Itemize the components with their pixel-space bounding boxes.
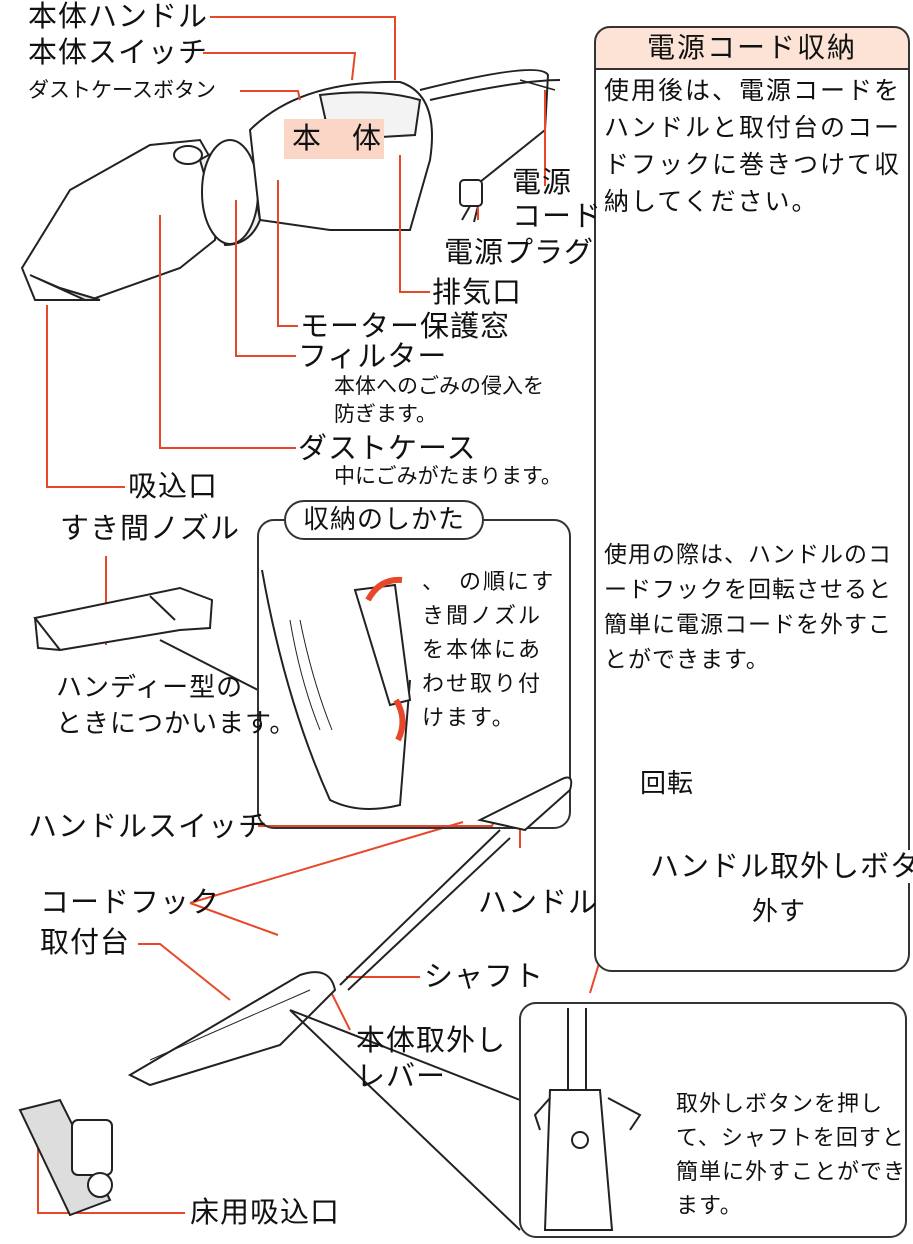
crevice-nozzle-drawing <box>33 586 214 652</box>
label-exhaust: 排気口 <box>432 275 523 309</box>
detail-box-frame <box>519 1002 907 1238</box>
label-body-switch: 本体スイッチ <box>28 35 209 69</box>
label-handle-switch: ハンドルスイッチ <box>28 809 269 843</box>
cord-storage-text-top: 使用後は、電源コードをハンドルと取付台のコードフックに巻きつけて収納してください… <box>604 76 902 216</box>
storage-box-title: 収納のしかた <box>284 500 484 540</box>
cord-storage-title: 電源コード収納 <box>594 26 910 70</box>
filter-note-1: 本体へのごみの侵入を <box>334 374 544 398</box>
stick-vacuum-drawing <box>18 776 573 1217</box>
label-motor-window: モーター保護窓 <box>300 309 511 343</box>
storage-box-text: 、 の順にすき間ノズルを本体にあわせ取り付けます。 <box>422 570 556 731</box>
label-shaft: シャフト <box>424 959 545 993</box>
label-filter: フィルター <box>298 339 448 373</box>
storage-box-drawing <box>261 569 412 810</box>
label-release-lever-2: レバー <box>356 1059 447 1093</box>
label-dust-case: ダストケース <box>298 431 477 465</box>
label-main-body: 本 体 <box>292 121 383 155</box>
label-dust-case-button: ダストケースボタン <box>28 78 216 102</box>
label-power-plug: 電源プラグ <box>444 235 595 269</box>
cord-storage-text-mid: 使用の際は、ハンドルのコードフックを回転させると簡単に電源コードを外すことができ… <box>604 542 892 673</box>
crevice-note-2: ときにつかいます。 <box>56 709 297 739</box>
label-floor-intake: 床用吸込口 <box>190 1195 341 1229</box>
label-cord-hook: コードフック <box>40 885 221 919</box>
label-base: 取付台 <box>40 925 131 959</box>
label-release-lever-1: 本体取外し <box>356 1023 507 1057</box>
crevice-note-1: ハンディー型の <box>56 673 244 703</box>
remove-label: 外す <box>752 897 807 928</box>
label-power-cord: コード <box>512 199 603 233</box>
filter-note-2: 防ぎます。 <box>334 402 437 426</box>
cord-storage-panel <box>594 52 910 972</box>
label-intake: 吸込口 <box>128 469 219 503</box>
label-crevice-nozzle: すき間ノズル <box>60 511 241 545</box>
dust-case-note: 中にごみがたまります。 <box>334 464 562 488</box>
label-body-handle: 本体ハンドル <box>28 0 209 33</box>
handle-release-note: 取外しボタンを押して、シャフトを回すと簡単に外すことができます。 <box>676 1092 907 1219</box>
label-handle: ハンドル <box>478 885 599 919</box>
label-handle-release-button: ハンドル取外しボタン <box>650 849 913 884</box>
main-body-highlight <box>284 119 384 159</box>
detail-box-drawing <box>533 1008 642 1231</box>
rotate-label: 回転 <box>640 769 695 799</box>
label-power-source: 電源 <box>512 165 573 199</box>
